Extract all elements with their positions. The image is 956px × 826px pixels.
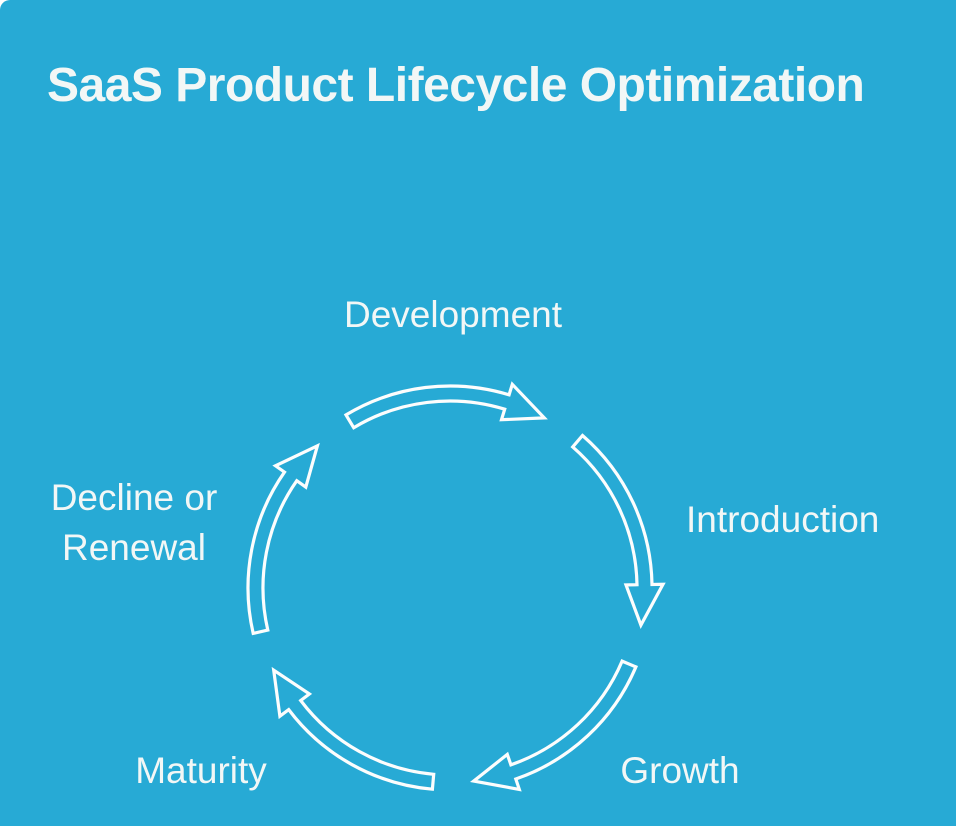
cycle-arrow-maturity (271, 666, 436, 791)
stage-label-decline-or-renewal: Decline or Renewal (50, 477, 218, 568)
cycle-arrow-development (343, 381, 548, 430)
stage-label-maturity: Maturity (135, 750, 267, 791)
stage-label-development: Development (343, 294, 563, 335)
cycle-arrow-introduction (570, 433, 666, 629)
cycle-arrow-growth (469, 659, 639, 792)
stage-label-introduction: Introduction (686, 499, 880, 540)
stage-label-growth: Growth (620, 750, 740, 791)
slide-title: SaaS Product Lifecycle Optimization (47, 59, 865, 112)
cycle-arrow-decline-or-renewal (246, 442, 320, 636)
